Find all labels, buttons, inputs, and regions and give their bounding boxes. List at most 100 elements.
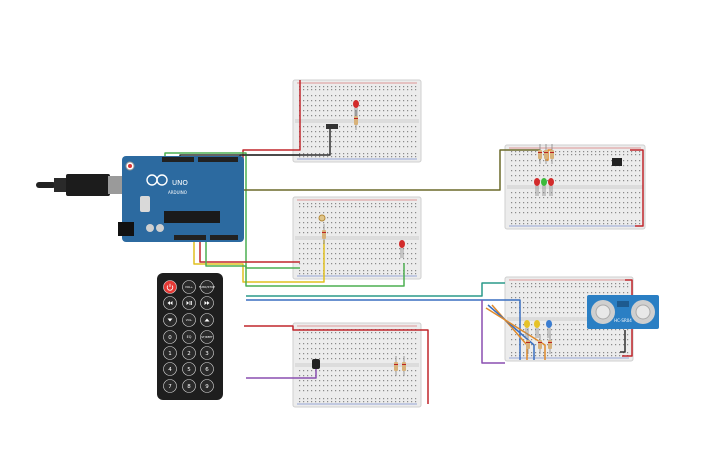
remote-button-label: 1: [168, 351, 172, 357]
wire-purple: [481, 300, 505, 364]
wire-black: [620, 330, 626, 353]
remote-button[interactable]: [182, 296, 196, 310]
wire-teal: [246, 282, 505, 297]
remote-button[interactable]: 3: [200, 346, 214, 360]
remote-button[interactable]: 4: [163, 362, 177, 376]
remote-button[interactable]: ST/REPT: [200, 330, 214, 344]
remote-button[interactable]: [200, 313, 214, 327]
wire-red: [244, 325, 429, 404]
resistor-body: [548, 340, 552, 349]
remote-button[interactable]: 9: [200, 379, 214, 393]
led-body: [353, 100, 359, 108]
wire-green: [164, 152, 300, 269]
remote-button-label: 9: [205, 384, 209, 390]
resistor: [548, 334, 552, 354]
digital-header-a: [162, 157, 194, 162]
remote-button[interactable]: [163, 296, 177, 310]
remote-button-label: FUNC/STOP: [199, 285, 215, 289]
remote-button-label: ST/REPT: [201, 335, 213, 339]
components: [312, 100, 622, 376]
resistor: [322, 224, 326, 244]
pushbutton[interactable]: [326, 124, 338, 129]
down-shape: [167, 318, 173, 322]
resistor-body: [538, 340, 542, 349]
digital-header-b: [198, 157, 238, 162]
ir-receiver: [312, 359, 320, 369]
remote-button[interactable]: 1: [163, 346, 177, 360]
rewind-icon: [167, 301, 173, 305]
remote-button-label: 4: [168, 367, 172, 373]
remote-button-label: 2: [187, 351, 191, 357]
remote-button[interactable]: EQ: [182, 330, 196, 344]
resistor-body: [322, 230, 326, 239]
remote-button[interactable]: 2: [182, 346, 196, 360]
remote-button-face[interactable]: [200, 362, 214, 376]
up-icon: [204, 318, 210, 322]
breadboard-holes: [511, 151, 641, 225]
resistor-body: [394, 362, 398, 371]
remote-button-face[interactable]: [182, 346, 196, 360]
remote-button-face[interactable]: [163, 346, 177, 360]
remote-button[interactable]: [200, 296, 214, 310]
remote-button-face[interactable]: [182, 330, 196, 344]
breadboard-gap: [507, 317, 631, 321]
remote-button[interactable]: VOL-: [182, 313, 196, 327]
wire-blue: [246, 299, 521, 360]
resistor-body: [544, 150, 548, 159]
remote-button-face[interactable]: [163, 379, 177, 393]
remote-button[interactable]: VOL+: [182, 280, 196, 294]
resistor-band: [322, 232, 326, 233]
remote-button-label: 5: [187, 367, 191, 373]
remote-button-label: 6: [205, 367, 209, 373]
remote-button-face[interactable]: [182, 313, 196, 327]
arduino-model: UNO: [172, 179, 188, 187]
red-led: [534, 178, 540, 196]
arduino-uno[interactable]: UNO ARDUINO: [36, 156, 244, 242]
resistor: [402, 356, 406, 376]
resistor-band: [538, 152, 542, 153]
remote-button-face[interactable]: [200, 280, 214, 294]
analog-header: [210, 235, 238, 240]
red-led: [399, 240, 405, 258]
remote-button-face[interactable]: [200, 379, 214, 393]
photoresistor: [318, 214, 326, 222]
ff-shape: [204, 301, 210, 305]
up-shape: [204, 318, 210, 322]
remote-button[interactable]: FUNC/STOP: [199, 280, 215, 294]
play-shape: [186, 301, 189, 305]
remote-button-face[interactable]: [163, 362, 177, 376]
remote-button[interactable]: 6: [200, 362, 214, 376]
breadboards: [292, 79, 646, 408]
resistor-band: [550, 152, 554, 153]
wire-red: [199, 240, 300, 263]
pause-bar: [189, 301, 191, 305]
breadboard-gap: [295, 236, 419, 240]
led-body: [541, 178, 547, 186]
remote-button[interactable]: 5: [182, 362, 196, 376]
resistor-body: [526, 340, 530, 349]
remote-button-face[interactable]: [200, 346, 214, 360]
sensor-label: HC-SR04: [614, 318, 632, 323]
breadboard: [504, 144, 646, 230]
remote-button[interactable]: [163, 280, 177, 294]
remote-button-label: VOL-: [186, 318, 193, 322]
resistor: [544, 144, 548, 164]
remote-button[interactable]: 7: [163, 379, 177, 393]
remote-button-face[interactable]: [200, 330, 214, 344]
resistor-body: [550, 150, 554, 159]
remote-button[interactable]: [163, 313, 177, 327]
remote-button[interactable]: 8: [182, 379, 196, 393]
remote-button[interactable]: 0: [163, 330, 177, 344]
remote-button-face[interactable]: [182, 280, 196, 294]
play-pause-icon: [186, 301, 192, 305]
microcontroller-chip: [164, 211, 220, 223]
remote-button-face[interactable]: [163, 330, 177, 344]
yellow-led: [534, 320, 540, 338]
remote-button-face[interactable]: [182, 362, 196, 376]
red-led: [548, 178, 554, 196]
ultrasonic-sensor[interactable]: HC-SR04: [587, 295, 659, 329]
fast-forward-icon: [204, 301, 210, 305]
remote-button-face[interactable]: [182, 379, 196, 393]
